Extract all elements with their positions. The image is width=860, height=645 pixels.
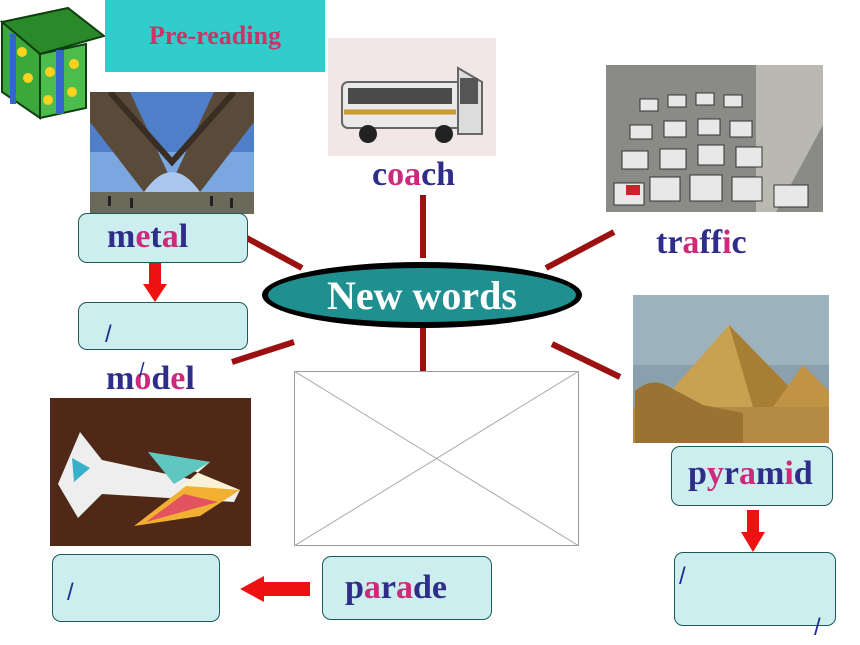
connector-model xyxy=(231,339,295,365)
arrow-pyramid-down xyxy=(741,510,765,552)
word-model: model xyxy=(106,360,195,397)
word-box-parade: parade xyxy=(322,556,492,620)
word-box-metal: metal xyxy=(78,213,248,263)
paper-airplane-photo xyxy=(50,398,251,546)
connector-traffic xyxy=(544,229,616,271)
phonetic-box-pyramid: / xyxy=(674,552,836,626)
phonetic-slash: / xyxy=(67,579,74,606)
section-title: Pre-reading xyxy=(149,21,281,50)
section-title-badge: Pre-reading xyxy=(105,0,325,72)
arrow-parade-left xyxy=(240,576,310,602)
connector-pyramid xyxy=(550,341,622,380)
word-parade: parade xyxy=(345,569,448,606)
word-metal: metal xyxy=(107,218,189,255)
word-coach: coach xyxy=(372,156,456,193)
gift-box-icon xyxy=(0,6,107,120)
pyramid-sphinx-photo xyxy=(633,295,829,443)
coach-bus-photo xyxy=(328,38,496,156)
stress-mark-model: / xyxy=(139,360,145,382)
phonetic-slash: / xyxy=(679,563,686,590)
arrow-metal-down xyxy=(143,262,167,302)
word-traffic: traffic xyxy=(656,224,747,261)
word-box-pyramid: pyramid xyxy=(671,446,833,506)
center-topic-label: New words xyxy=(327,272,517,318)
center-topic-ellipse: New words xyxy=(262,262,582,328)
traffic-jam-photo xyxy=(606,65,823,212)
phonetic-box-model: / xyxy=(52,554,220,622)
phonetic-slash-end: / xyxy=(814,614,821,641)
phonetic-slash: / xyxy=(105,321,112,348)
phonetic-box-metal: / xyxy=(78,302,248,350)
word-pyramid: pyramid xyxy=(688,455,813,492)
eiffel-tower-photo xyxy=(90,92,254,214)
image-placeholder xyxy=(294,371,579,546)
